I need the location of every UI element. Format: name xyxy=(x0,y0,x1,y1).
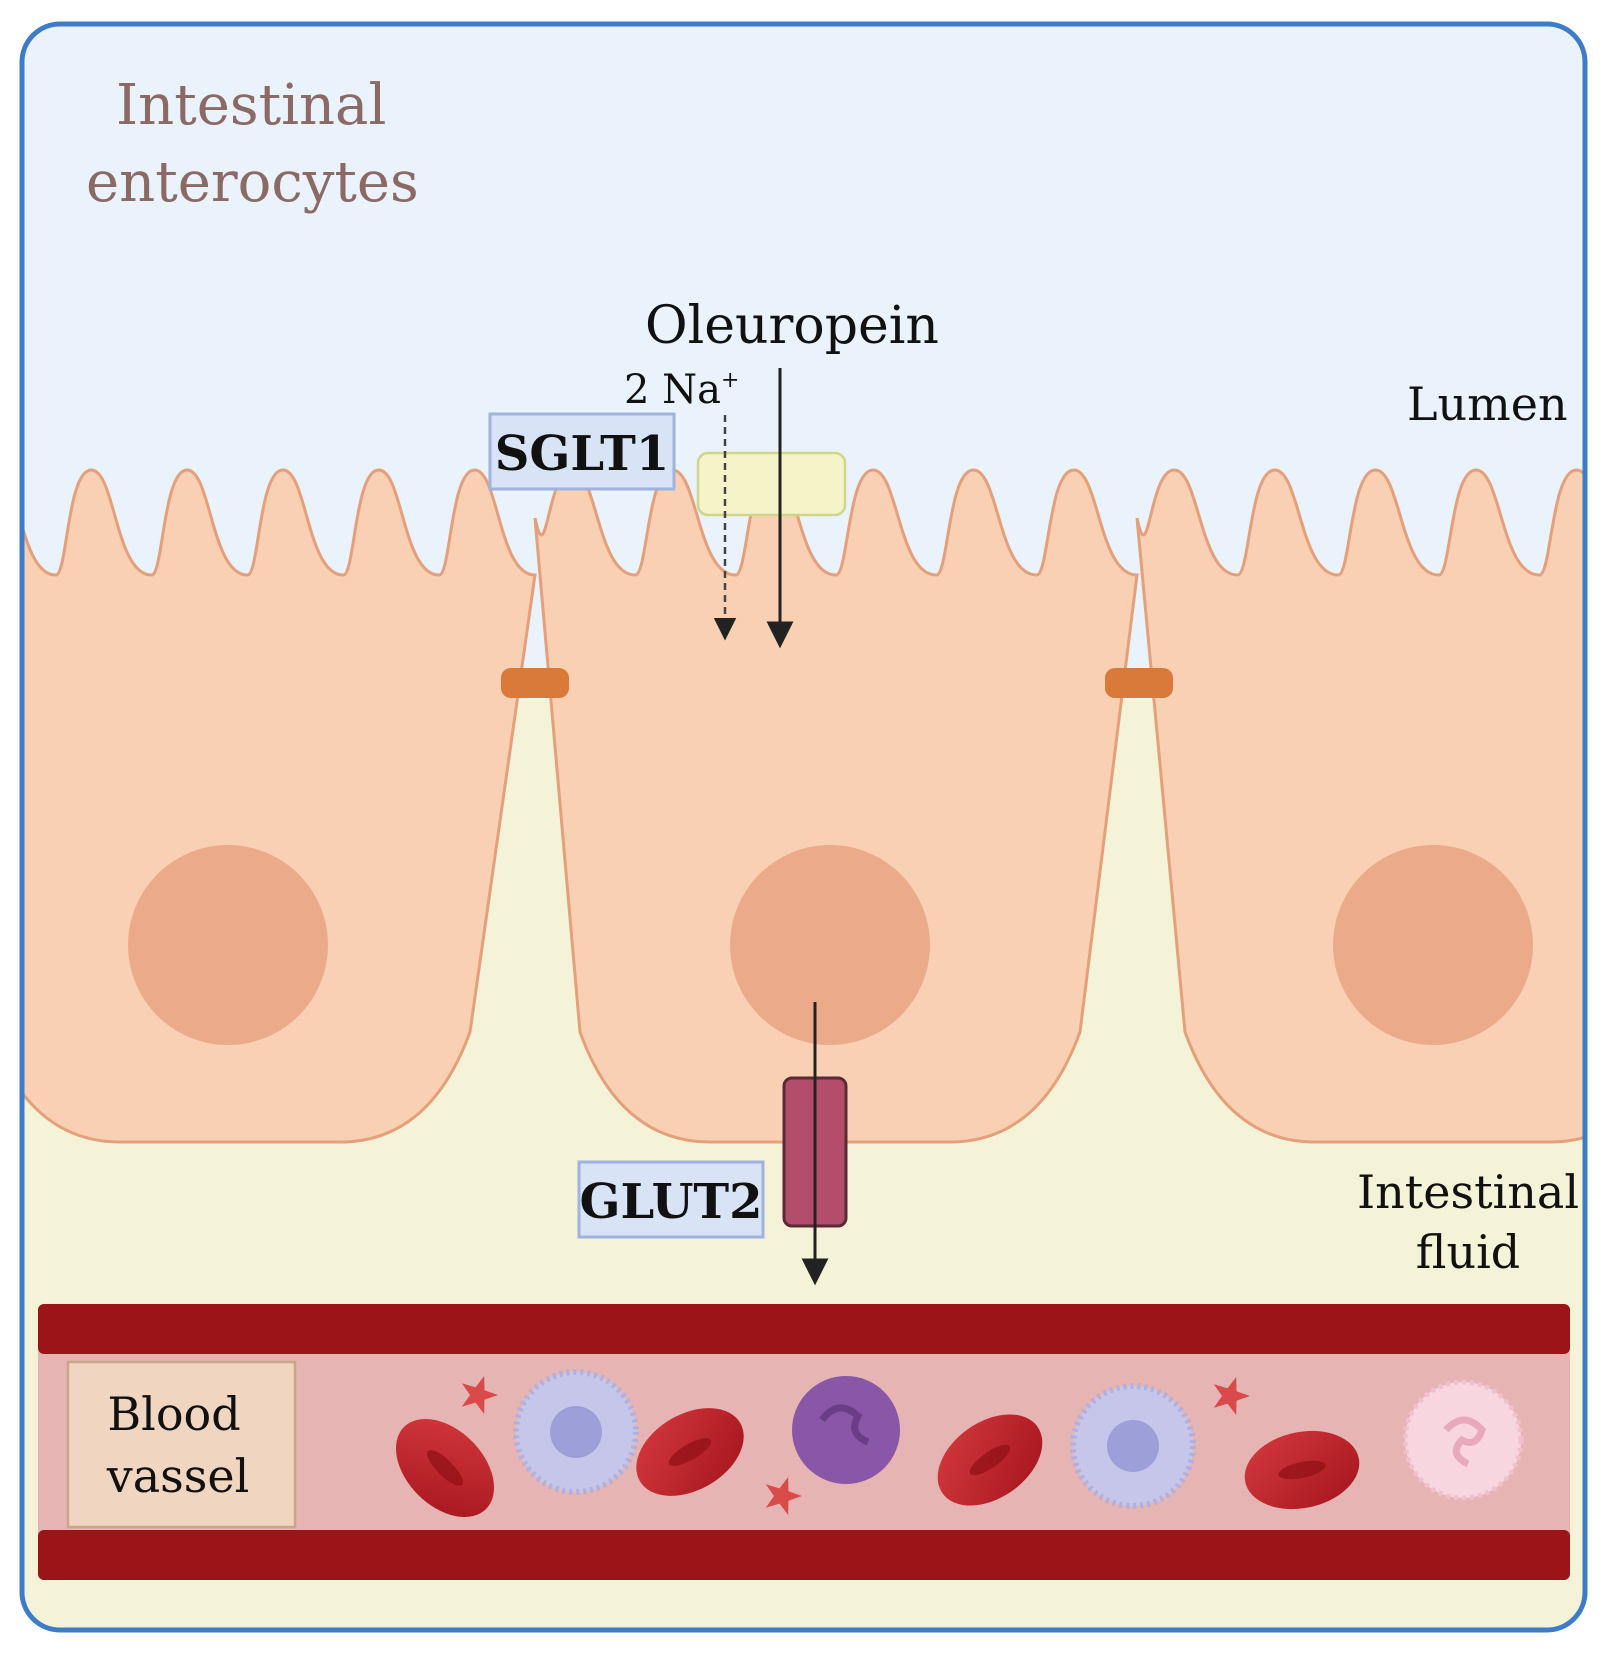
enterocyte-right xyxy=(1135,468,1585,1144)
red-blood-cell-3 xyxy=(937,1414,1043,1506)
red-blood-cell-1 xyxy=(395,1418,495,1518)
vessel-wall-top xyxy=(38,1304,1570,1354)
blood-cells xyxy=(395,1369,1524,1518)
nucleus-right xyxy=(1333,845,1533,1045)
platelet-1 xyxy=(461,1375,498,1415)
glut2-label: GLUT2 xyxy=(579,1174,762,1230)
blood-vessel-label-line-1: Blood xyxy=(107,1387,240,1441)
leukocyte-1 xyxy=(513,1369,639,1495)
sodium-charge: + xyxy=(721,368,739,393)
title-line-2: enterocytes xyxy=(86,150,419,215)
neutrophil xyxy=(1402,1379,1524,1501)
platelet-3 xyxy=(1213,1376,1250,1416)
nucleus-left xyxy=(128,845,328,1045)
sglt1-label-box xyxy=(488,412,676,491)
sodium-label: 2 Na+ xyxy=(624,367,739,413)
glut2-label-box xyxy=(577,1160,765,1239)
blood-vessel-label-line-2: vassel xyxy=(106,1449,250,1503)
blood-vessel-label-box xyxy=(66,1360,297,1529)
oleuropein-label: Oleuropein xyxy=(645,296,939,356)
red-blood-cell-4 xyxy=(1244,1430,1360,1510)
diagram-frame xyxy=(19,21,1588,1633)
vessel-wall-bottom xyxy=(38,1530,1570,1580)
sglt1-transporter xyxy=(696,451,847,517)
enterocyte-left xyxy=(22,468,537,1144)
sglt1-label: SGLT1 xyxy=(495,426,670,482)
lumen-label: Lumen xyxy=(1407,377,1568,431)
basophil xyxy=(792,1376,900,1484)
enterocyte-middle xyxy=(533,468,1139,1144)
nucleus-middle xyxy=(730,845,930,1045)
title-line-1: Intestinal xyxy=(116,73,386,138)
platelet-2 xyxy=(765,1476,802,1516)
red-blood-cell-2 xyxy=(636,1408,744,1496)
tight-junction-right xyxy=(1105,668,1173,698)
tight-junction-left xyxy=(501,668,569,698)
intestinal-fluid-label-line-2: fluid xyxy=(1416,1225,1520,1279)
leukocyte-2 xyxy=(1070,1383,1196,1509)
intestinal-fluid-label-line-1: Intestinal xyxy=(1357,1165,1579,1219)
